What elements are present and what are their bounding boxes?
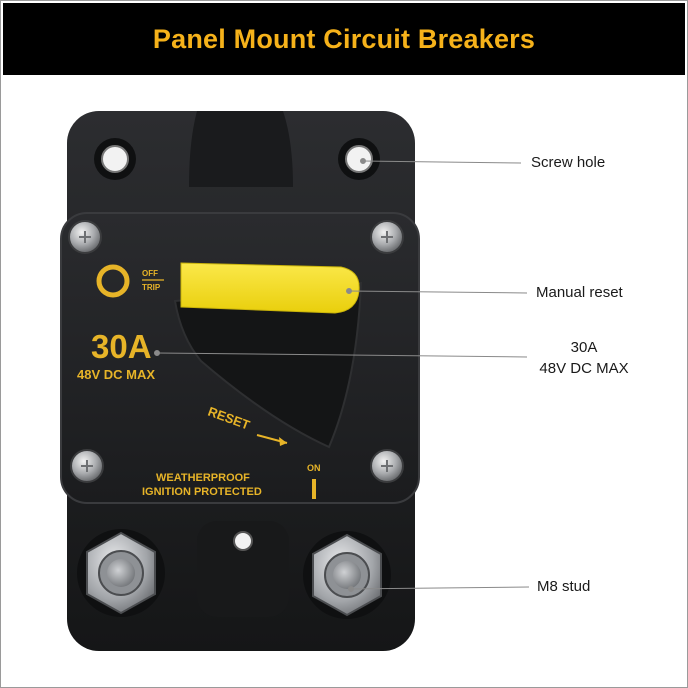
feature-ignition-protected: IGNITION PROTECTED <box>142 486 262 498</box>
bottom-mount-bracket <box>197 521 289 617</box>
m8-stud-right <box>303 531 391 619</box>
page-title: Panel Mount Circuit Breakers <box>152 23 536 54</box>
voltage-label: 48V DC MAX <box>77 367 155 382</box>
callout-m8-stud: M8 stud <box>537 578 591 595</box>
screw-hole-left <box>94 138 136 180</box>
top-bracket <box>189 111 293 187</box>
off-ring-icon <box>96 264 130 298</box>
leader-dot-rating <box>154 350 160 356</box>
on-label: ON <box>307 463 321 473</box>
leader-manual-reset <box>348 290 528 294</box>
rating-label: 30A <box>91 328 152 365</box>
switch-off-label: OFF <box>142 269 158 278</box>
plate-screw-bottom-right <box>370 449 404 483</box>
leader-m8-stud <box>350 586 530 590</box>
m8-stud-left <box>77 529 165 617</box>
leader-rating <box>156 352 528 358</box>
leader-dot-manual-reset <box>346 288 352 294</box>
screw-hole-right <box>338 138 380 180</box>
callout-manual-reset: Manual reset <box>536 284 623 301</box>
callout-rating-line1: 30A <box>570 339 598 356</box>
bottom-screw-hole <box>233 531 253 551</box>
lever-recess <box>173 281 363 449</box>
on-indicator-icon <box>312 479 316 499</box>
leader-dot-screw-hole <box>360 158 366 164</box>
leader-screw-hole <box>362 160 522 164</box>
callout-leaders <box>154 158 530 592</box>
header-banner: Panel Mount Circuit Breakers <box>3 3 685 75</box>
plate-screw-top-left <box>68 220 102 254</box>
plate-screw-top-right <box>370 220 404 254</box>
reset-arrowhead-icon <box>279 437 287 446</box>
plate-screw-bottom-left <box>70 449 104 483</box>
callout-rating: 30A 48V DC MAX <box>532 337 636 379</box>
manual-reset-lever[interactable] <box>180 262 360 314</box>
callout-screw-hole: Screw hole <box>531 154 606 171</box>
switch-trip-label: TRIP <box>142 283 161 292</box>
callout-rating-line2: 48V DC MAX <box>539 360 629 377</box>
feature-weatherproof: WEATHERPROOF <box>156 472 250 484</box>
leader-dot-m8-stud <box>348 586 354 592</box>
